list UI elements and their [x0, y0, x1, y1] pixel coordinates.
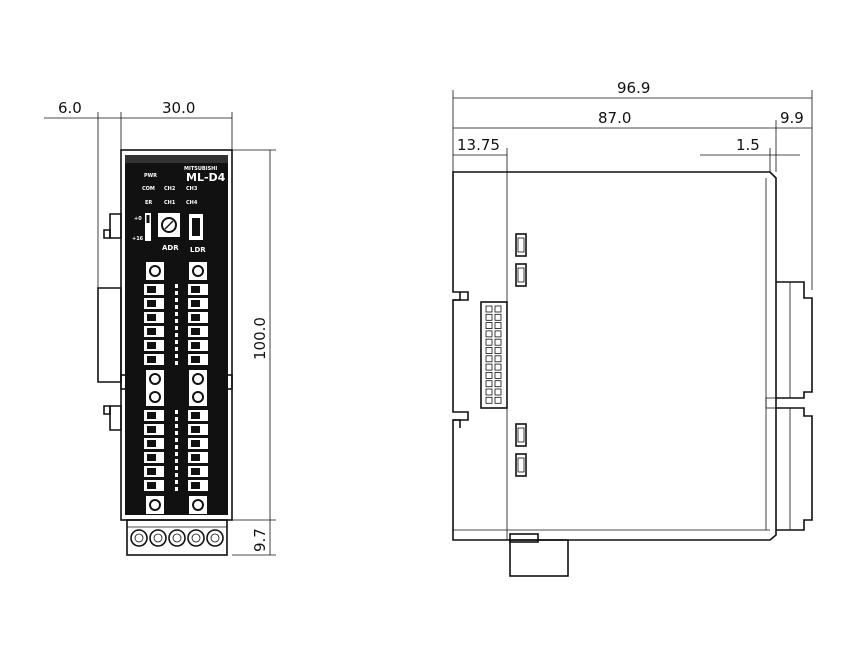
- side-body-outline: [452, 171, 777, 541]
- dim-side-total: 96.9: [617, 79, 650, 97]
- indicator-ch2: CH2: [164, 186, 176, 192]
- side-bottom-connector: [509, 539, 569, 577]
- indicator-er: ER: [145, 200, 152, 206]
- indicator-ch4: CH4: [186, 200, 198, 206]
- dim-side-body: 87.0: [598, 109, 631, 127]
- indicator-com: COM: [142, 186, 155, 192]
- adr-label: ADR: [162, 244, 179, 252]
- dim-front-width: 30.0: [162, 99, 195, 117]
- indicator-ch1: CH1: [164, 200, 176, 206]
- address-switch[interactable]: [145, 213, 151, 241]
- switch-label-bottom: +16: [132, 236, 144, 242]
- front-view: 6.0 30.0 100.0 9.7 MITSUBISHI ML-D4 PWR …: [44, 99, 276, 556]
- switch-label-top: +0: [134, 216, 142, 222]
- dim-front-connector: 9.7: [251, 528, 269, 552]
- dim-side-small-gap: 1.5: [736, 136, 760, 154]
- bottom-connector: [126, 519, 228, 556]
- indicator-pwr: PWR: [144, 173, 157, 179]
- dim-front-margin: 6.0: [58, 99, 82, 117]
- dim-side-left-offset: 13.75: [457, 136, 500, 154]
- side-view: 96.9 87.0 9.9 13.75 1.5: [452, 79, 813, 577]
- model-label: ML-D4: [186, 171, 226, 184]
- ldr-label: LDR: [190, 246, 206, 254]
- indicator-ch3: CH3: [186, 186, 198, 192]
- dim-side-connector: 9.9: [780, 109, 804, 127]
- side-connector-header: [480, 301, 508, 409]
- brand-label: MITSUBISHI: [184, 166, 217, 172]
- dim-front-height: 100.0: [251, 317, 269, 360]
- terminal-block-top: [144, 262, 208, 388]
- terminal-block-bottom: [144, 388, 208, 514]
